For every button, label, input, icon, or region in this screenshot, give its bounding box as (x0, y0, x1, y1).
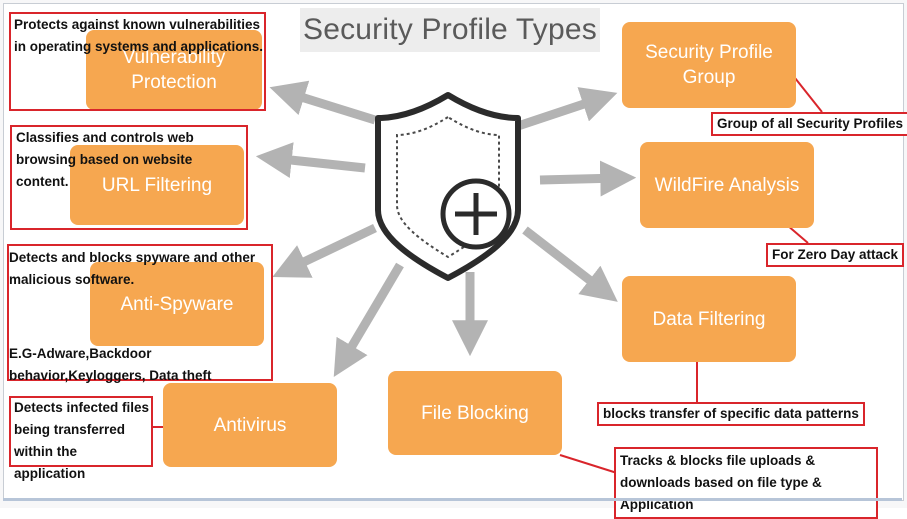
vulnerability-note-text: Protects against known vulnerabilities i… (14, 14, 264, 58)
group-note: Group of all Security Profiles (711, 112, 907, 136)
anti-spyware-examples: E.G-Adware,Backdoor behavior,Keyloggers,… (9, 343, 271, 387)
box-label: Anti-Spyware (120, 293, 234, 315)
note-text: Group of all Security Profiles (717, 116, 904, 131)
arrow-to-url-filtering (255, 142, 366, 179)
note-text: Detects and blocks spyware and other mal… (9, 250, 256, 287)
note-text: Detects infected files being transferred… (14, 400, 150, 481)
note-text: Tracks & blocks file uploads & downloads… (620, 453, 822, 512)
box-label: Data Filtering (652, 308, 766, 330)
box-label: Vulnerability Protection (122, 47, 226, 93)
antivirus-box: Antivirus (163, 383, 337, 467)
connector-fileblock (559, 454, 618, 474)
data-filtering-note: blocks transfer of specific data pattern… (597, 402, 865, 426)
box-label: WildFire Analysis (654, 174, 800, 196)
antivirus-note-frame (9, 396, 153, 467)
box-label: URL Filtering (101, 174, 213, 196)
vulnerability-protection-box: Vulnerability Protection (86, 30, 262, 110)
arrow-to-antivirus (333, 262, 404, 377)
arrow-to-wildfire (539, 160, 637, 197)
diagram-canvas: Security Profile Types Vulnerability Pro… (3, 3, 907, 519)
file-blocking-note: Tracks & blocks file uploads & downloads… (614, 447, 878, 519)
wildfire-analysis-box: WildFire Analysis (640, 142, 814, 228)
anti-spyware-box: Anti-Spyware (90, 262, 264, 346)
box-label: File Blocking (421, 402, 529, 424)
shield-plus-icon (375, 92, 521, 281)
file-blocking-box: File Blocking (388, 371, 562, 455)
arrow-to-vulnerability (269, 80, 377, 125)
security-profile-group-box: Security Profile Group (622, 22, 796, 108)
wildfire-note: For Zero Day attack (766, 243, 905, 267)
arrows-layer (152, 77, 823, 474)
connector-group (794, 77, 823, 113)
url-note: Classifies and controls web browsing bas… (16, 127, 241, 193)
note-text: Classifies and controls web browsing bas… (16, 130, 194, 189)
anti-spyware-note: Detects and blocks spyware and other mal… (9, 247, 264, 291)
box-label: Security Profile Group (645, 42, 773, 88)
connector-wildfire (786, 224, 809, 244)
note-text: For Zero Day attack (772, 247, 899, 262)
url-filtering-box: URL Filtering (70, 145, 244, 225)
note-text: blocks transfer of specific data pattern… (603, 406, 859, 421)
anti-spyware-note-frame (7, 244, 273, 381)
arrow-to-data-filtering (522, 226, 618, 302)
antivirus-note: Detects infected files being transferred… (14, 397, 150, 485)
note-text: E.G-Adware,Backdoor behavior,Keyloggers,… (9, 346, 212, 383)
url-note-frame (10, 125, 248, 230)
arrow-to-anti-spyware (272, 223, 377, 278)
box-label: Antivirus (213, 414, 287, 436)
note-text: Protects against known vulnerabilities i… (14, 17, 264, 54)
data-filtering-box: Data Filtering (622, 276, 796, 362)
bottom-scrollbar (3, 498, 902, 501)
page-title: Security Profile Types (300, 8, 600, 52)
vulnerability-note-frame (9, 12, 266, 111)
arrow-to-profile-group (510, 87, 618, 133)
